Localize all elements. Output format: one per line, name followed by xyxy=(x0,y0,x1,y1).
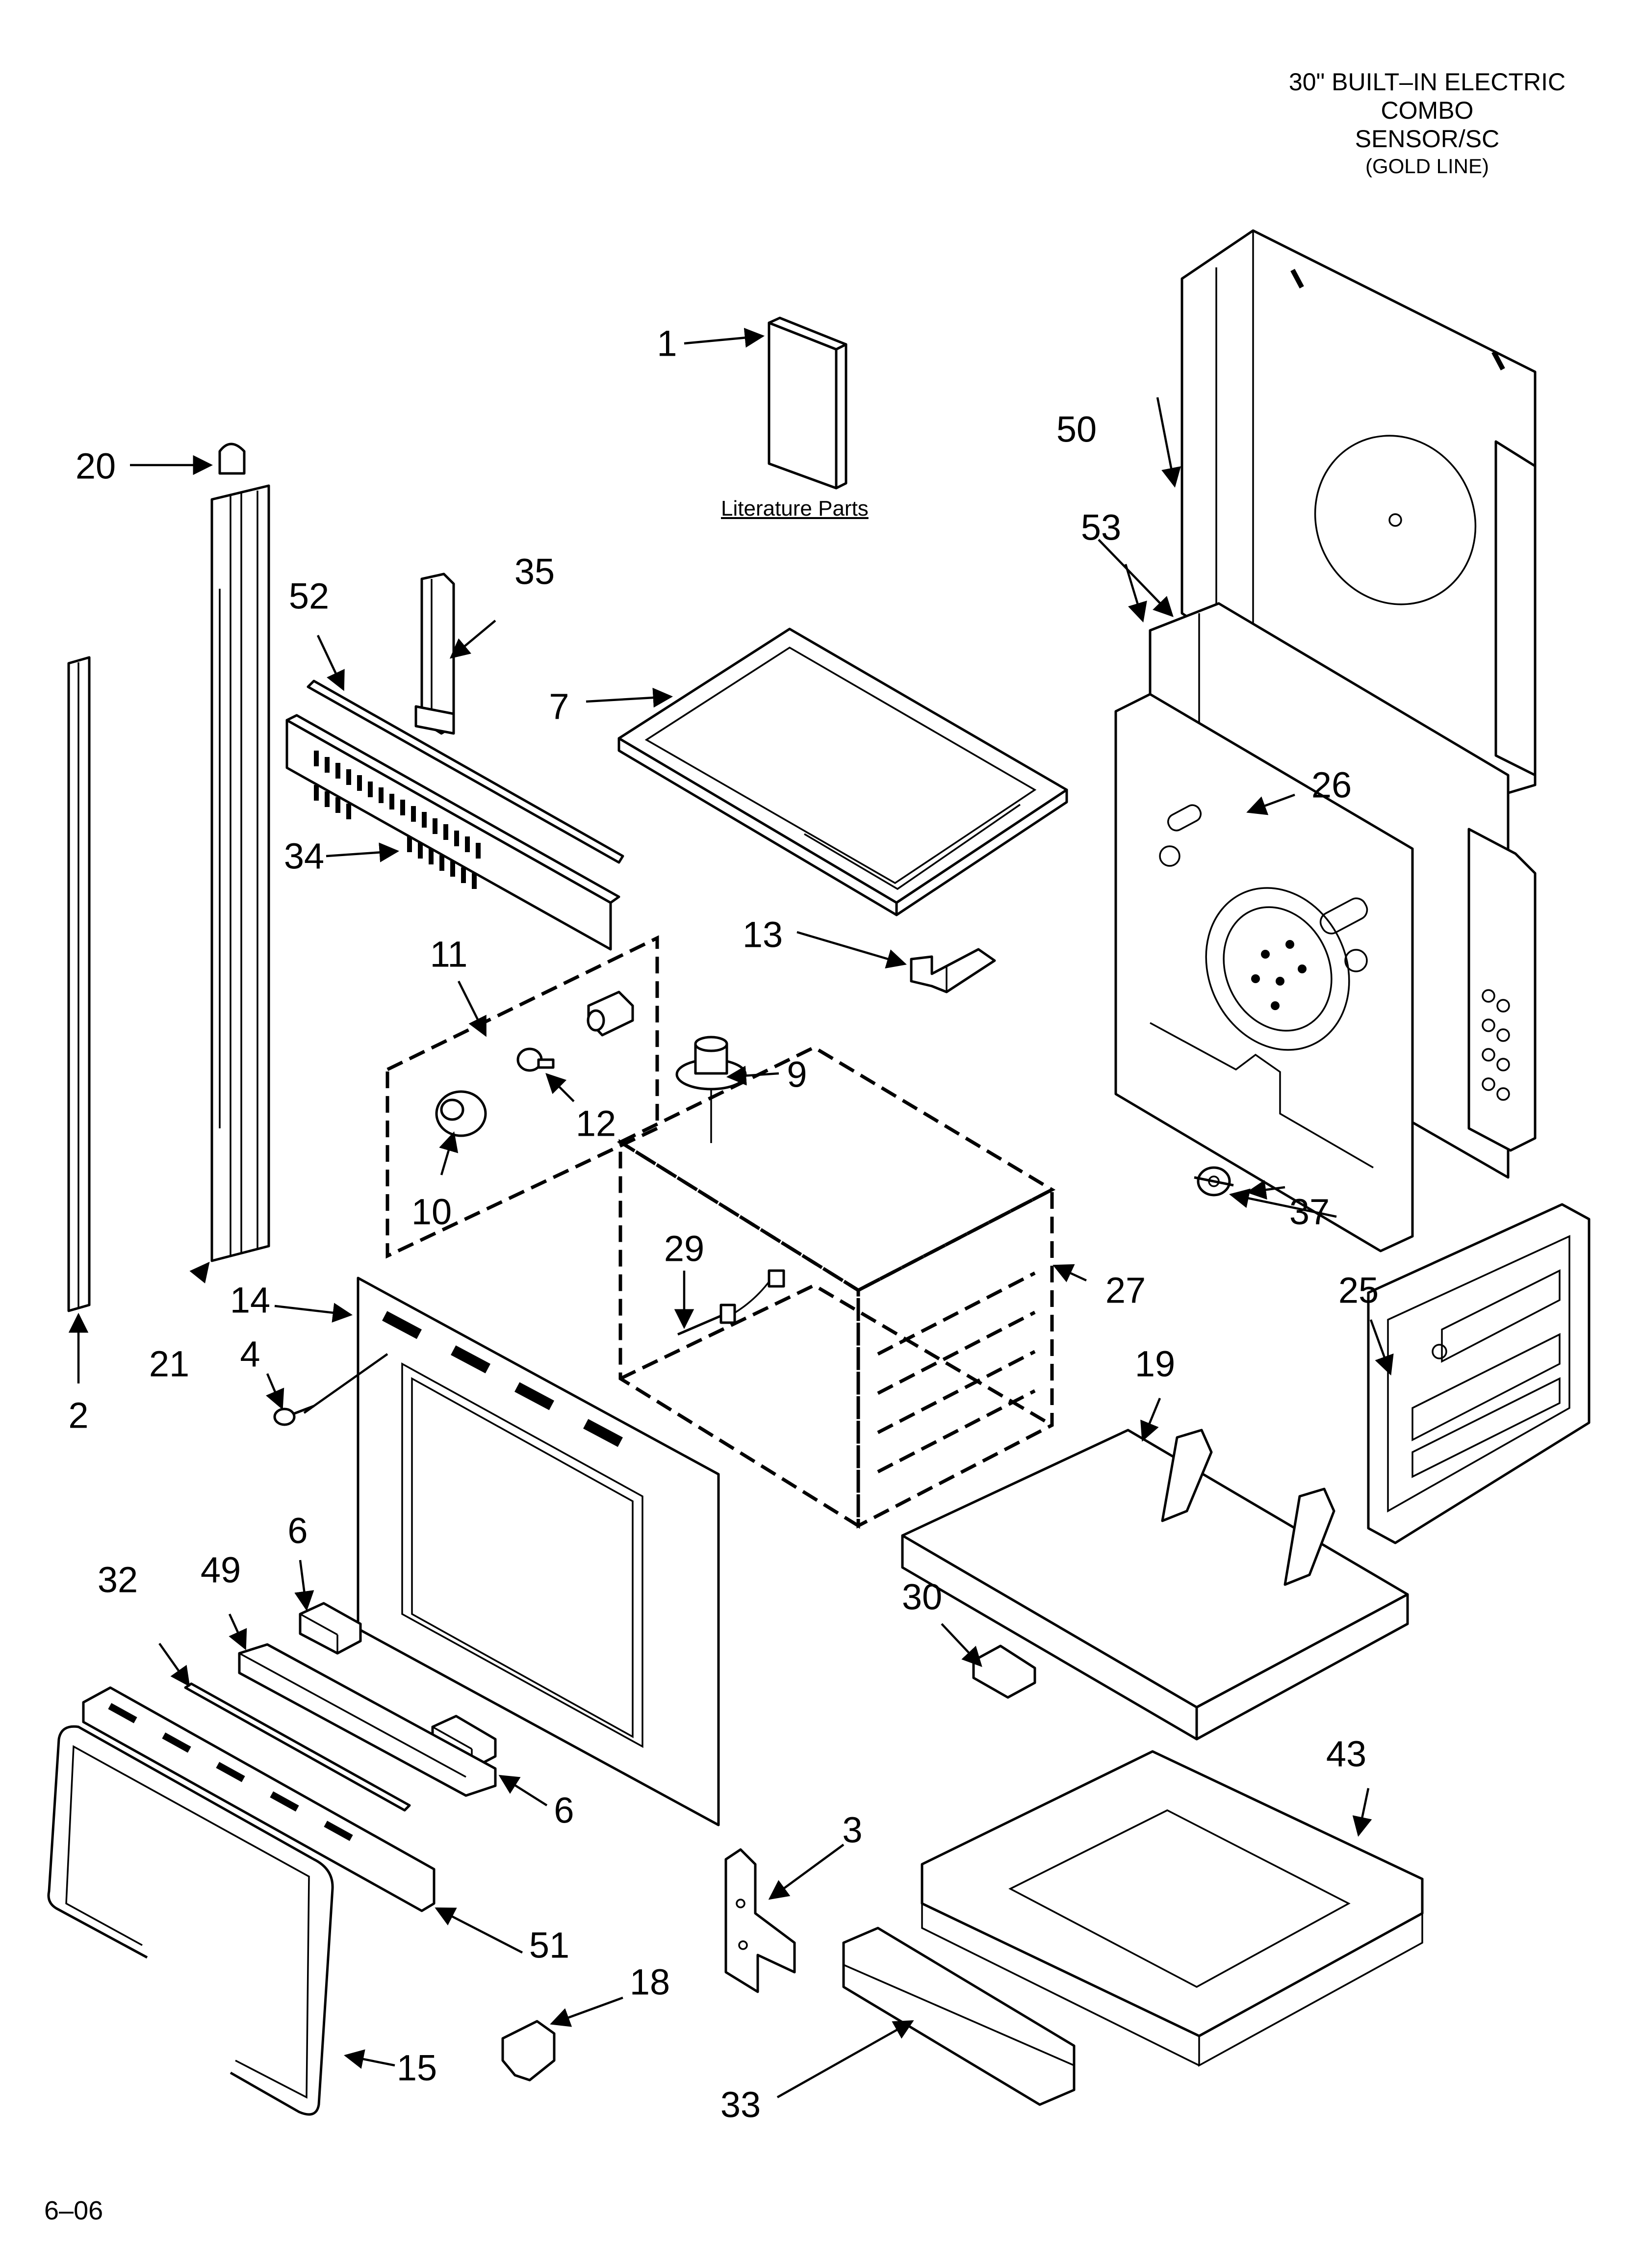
callout-20: 20 xyxy=(76,446,116,487)
header-title-line4: (GOLD LINE) xyxy=(1365,155,1489,178)
part-29-probe xyxy=(677,1269,785,1336)
header-title-line1: 30" BUILT–IN ELECTRIC xyxy=(1288,68,1566,96)
callout-1: 1 xyxy=(657,323,677,364)
part-3-hinge-bracket xyxy=(724,1848,796,1993)
callout-34: 34 xyxy=(284,836,324,877)
callout-12: 12 xyxy=(576,1103,616,1144)
callout-51: 51 xyxy=(529,1925,569,1966)
callout-32: 32 xyxy=(98,1560,138,1600)
part-25-side-panel xyxy=(1367,1203,1591,1544)
part-2-side-rail xyxy=(67,656,91,1312)
callout-13: 13 xyxy=(743,914,783,955)
part-37-thermostat xyxy=(1194,1166,1234,1197)
part-34-vent-grille xyxy=(285,714,620,951)
part-12-small-knob xyxy=(516,1047,555,1072)
callout-43: 43 xyxy=(1326,1734,1366,1774)
part-7-glass-frame xyxy=(617,627,1068,916)
callout-25: 25 xyxy=(1338,1270,1379,1311)
part-11-group-outline xyxy=(385,935,659,1259)
part-19-top-panel xyxy=(901,1429,1409,1741)
part-6-spacer-top xyxy=(299,1602,362,1655)
part-18-clip xyxy=(501,2020,556,2082)
callout-14: 14 xyxy=(230,1280,270,1321)
callout-3: 3 xyxy=(842,1810,862,1851)
header-title-line2: COMBO xyxy=(1381,97,1474,124)
part-21-left-trim-rail xyxy=(210,484,270,1262)
part-20-end-cap xyxy=(218,443,246,475)
footer-date-code: 6–06 xyxy=(44,2196,103,2225)
callout-6b: 6 xyxy=(554,1790,574,1831)
part-35-bracket xyxy=(414,573,455,735)
callout-26: 26 xyxy=(1311,765,1352,806)
part-26-convection-panel xyxy=(1114,693,1414,1252)
part-14-front-frame xyxy=(357,1277,720,1826)
part-15-door-gasket xyxy=(47,1725,334,2116)
callout-50: 50 xyxy=(1056,409,1097,450)
callout-18: 18 xyxy=(630,1962,670,2003)
part-10-knob xyxy=(435,1090,487,1137)
part-43-bottom-tray xyxy=(921,1750,1424,2067)
part-51-vent-trim xyxy=(82,1686,436,1912)
callout-52: 52 xyxy=(289,576,329,617)
literature-parts-label: Literature Parts xyxy=(721,496,869,521)
callout-53: 53 xyxy=(1081,507,1121,548)
header-title-line3: SENSOR/SC xyxy=(1355,125,1500,153)
callout-6a: 6 xyxy=(287,1511,308,1551)
callout-33: 33 xyxy=(720,2085,761,2125)
callout-9: 9 xyxy=(787,1054,807,1095)
part-30-small-bracket xyxy=(972,1644,1036,1699)
callout-29: 29 xyxy=(664,1228,704,1269)
callout-11: 11 xyxy=(430,934,468,975)
callout-labels: 1 2 3 4 6 6 7 9 10 11 12 13 14 15 18 19 … xyxy=(68,323,1379,2125)
part-33-bottom-rail xyxy=(842,1927,1076,2106)
callout-10: 10 xyxy=(411,1192,452,1232)
callout-21: 21 xyxy=(149,1344,189,1384)
callout-30: 30 xyxy=(902,1577,942,1617)
callout-19: 19 xyxy=(1135,1344,1175,1384)
part-9-sensor xyxy=(675,1036,747,1143)
leader-lines xyxy=(68,328,1394,2098)
callout-27: 27 xyxy=(1105,1270,1146,1311)
callout-35: 35 xyxy=(514,551,555,592)
callout-4: 4 xyxy=(240,1334,260,1375)
callout-2: 2 xyxy=(68,1395,88,1436)
part-49-channel xyxy=(238,1643,497,1797)
part-52-trim-strip xyxy=(307,679,624,864)
callout-37: 37 xyxy=(1289,1192,1330,1232)
part-27-oven-cavity xyxy=(616,1045,1056,1529)
callout-15: 15 xyxy=(397,2048,437,2088)
part-13-small-bracket xyxy=(910,948,996,993)
part-1-literature-booklet xyxy=(768,316,847,490)
part-11-connector xyxy=(587,991,634,1037)
callout-49: 49 xyxy=(201,1550,241,1590)
callout-7: 7 xyxy=(549,686,569,727)
part-26-terminal-block xyxy=(1467,828,1537,1152)
